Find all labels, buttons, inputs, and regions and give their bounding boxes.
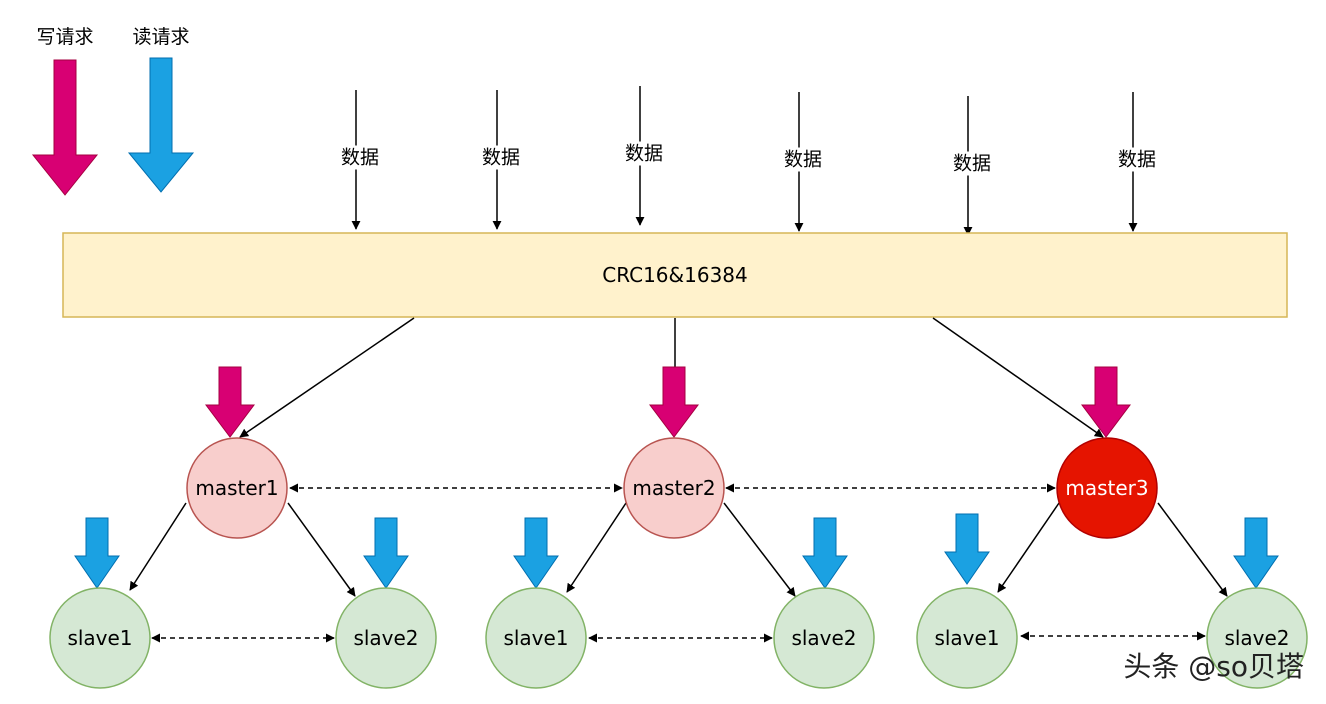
slave-node-4 [773,587,875,689]
slave-node-label-2: slave2 [353,626,418,650]
slave-node-label-6: slave2 [1224,626,1289,650]
connector-master1-slave1 [129,502,187,591]
data-label-bg-6 [1109,147,1157,172]
master-node-label-1: master1 [195,476,278,500]
slave-read-arrows [74,513,1279,589]
data-label-bg-1 [332,145,380,170]
slave-node-5 [916,587,1018,689]
write-request-label: 写请求 [36,26,93,48]
write-request-arrow-icon [31,59,99,196]
slave-read-arrow-icon-3 [513,517,559,589]
connector-master2-slave1 [566,502,627,593]
master2-write-arrow-icon [649,366,699,438]
master1-write-arrow-icon [205,366,255,438]
data-label-2: 数据 [482,147,520,169]
data-label-bg-4 [775,147,823,172]
connector-master3-slave1 [997,502,1060,593]
slave-node-2 [335,587,437,689]
connector-box-master3 [932,317,1104,438]
slave-node-3 [485,587,587,689]
data-input-arrows: 数据 数据 数据 数据 数据 数据 [332,86,1157,236]
read-request-arrow-icon [127,57,195,193]
master3-write-arrow-icon [1081,366,1131,438]
slave-node-label-5: slave1 [934,626,999,650]
master-node-2 [623,437,725,539]
connector-box-master1 [239,317,415,438]
connector-master1-slave2 [287,502,356,597]
data-label-5: 数据 [953,153,991,175]
slave-nodes: slave1 slave2 slave1 slave2 slave1 slave2 [49,587,1308,689]
hash-slot-label: CRC16&16384 [602,263,748,287]
slave-node-6 [1206,587,1308,689]
data-label-6: 数据 [1118,149,1156,171]
slave-read-arrow-icon-1 [74,517,120,589]
data-label-1: 数据 [341,147,379,169]
slave-read-arrow-icon-5 [944,513,990,585]
slave-node-label-3: slave1 [503,626,568,650]
watermark: 头条 @so贝塔 [1123,650,1304,683]
legend: 写请求 读请求 [31,26,195,196]
slave-node-1 [49,587,151,689]
data-label-bg-2 [473,145,521,170]
slave-read-arrow-icon-4 [802,517,848,589]
slave-node-label-4: slave2 [791,626,856,650]
data-label-4: 数据 [784,149,822,171]
connector-master2-slave2 [723,502,796,597]
hash-slot-rect [62,232,1288,318]
master-write-arrows [205,366,1131,438]
data-label-3: 数据 [625,143,663,165]
master-to-slave-connectors [129,502,1228,597]
data-label-bg-5 [944,151,992,176]
read-request-label: 读请求 [132,26,189,48]
master-nodes: master1 master2 master3 [186,437,1158,539]
master-node-label-2: master2 [632,476,715,500]
cluster-bus-links [151,483,1206,643]
hash-slot-box: CRC16&16384 [62,232,1288,318]
data-label-bg-3 [616,141,664,166]
master-node-1 [186,437,288,539]
slave-node-label-1: slave1 [67,626,132,650]
slave-read-arrow-icon-6 [1233,517,1279,589]
slave-read-arrow-icon-2 [363,517,409,589]
master-node-3 [1056,437,1158,539]
connector-master3-slave2 [1157,502,1228,597]
master-node-label-3: master3 [1065,476,1148,500]
